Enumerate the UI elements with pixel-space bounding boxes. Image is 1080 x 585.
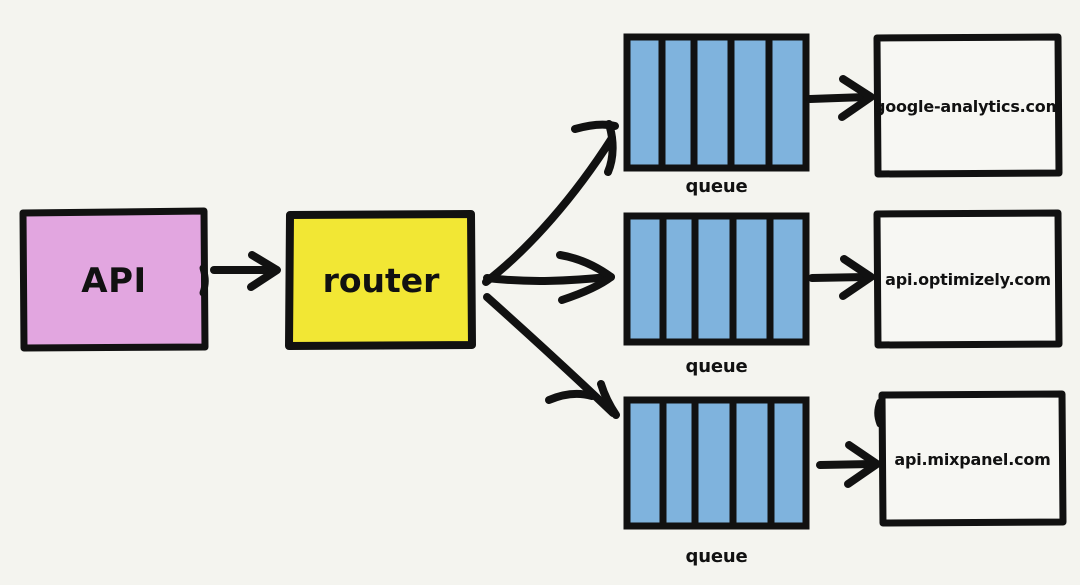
node-api[interactable] bbox=[19, 207, 209, 352]
queue-2-body bbox=[623, 212, 810, 346]
edge-router-queue3-line bbox=[483, 293, 617, 417]
edge-router-to-queue-1 bbox=[482, 120, 619, 286]
queue-1[interactable] bbox=[623, 33, 810, 172]
api-box-shape bbox=[19, 207, 209, 352]
node-router[interactable] bbox=[285, 210, 476, 350]
endpoint-2-box-shape bbox=[873, 209, 1063, 349]
queue-1-body bbox=[623, 33, 810, 172]
edge-queue2-endpoint2-line bbox=[808, 273, 870, 282]
edge-queue1-to-endpoint1 bbox=[806, 75, 875, 121]
edge-queue3-endpoint3-arrowhead bbox=[844, 441, 881, 488]
router-box-shape bbox=[285, 210, 476, 350]
edge-api-to-router bbox=[210, 251, 281, 291]
edge-router-queue2-arrowhead-a bbox=[556, 251, 615, 281]
edge-queue2-to-endpoint2 bbox=[808, 255, 875, 300]
endpoint-3-box-edge-kink bbox=[874, 398, 884, 428]
edge-router-queue3-arrowhead-a bbox=[545, 389, 596, 404]
queue-3[interactable] bbox=[623, 396, 810, 530]
edge-router-queue3-arrowhead-b bbox=[597, 380, 620, 419]
edge-router-queue1-arrowhead-b bbox=[604, 120, 617, 176]
edge-queue3-to-endpoint3 bbox=[816, 441, 881, 488]
endpoint-1[interactable] bbox=[873, 33, 1063, 178]
edge-queue1-endpoint1-line bbox=[806, 93, 870, 103]
queue-3-body bbox=[623, 396, 810, 530]
edge-router-queue2-arrowhead-b bbox=[558, 273, 615, 304]
endpoint-3-box-shape bbox=[878, 390, 1067, 527]
edge-router-queue1-line bbox=[482, 134, 616, 286]
api-box-edge-kink bbox=[199, 264, 209, 297]
endpoint-3[interactable] bbox=[874, 390, 1067, 527]
edge-queue1-endpoint1-arrowhead bbox=[838, 75, 875, 121]
endpoint-2[interactable] bbox=[873, 209, 1063, 349]
edge-router-to-queue-2 bbox=[483, 251, 615, 304]
edge-router-to-queue-3 bbox=[483, 293, 620, 419]
edge-queue2-endpoint2-arrowhead bbox=[839, 255, 875, 300]
queue-2[interactable] bbox=[623, 212, 810, 346]
edge-queue3-endpoint3-line bbox=[816, 460, 876, 469]
edge-api-router-arrowhead bbox=[247, 251, 281, 291]
endpoint-1-box-shape bbox=[873, 33, 1063, 178]
edge-router-queue2-line bbox=[483, 273, 612, 285]
